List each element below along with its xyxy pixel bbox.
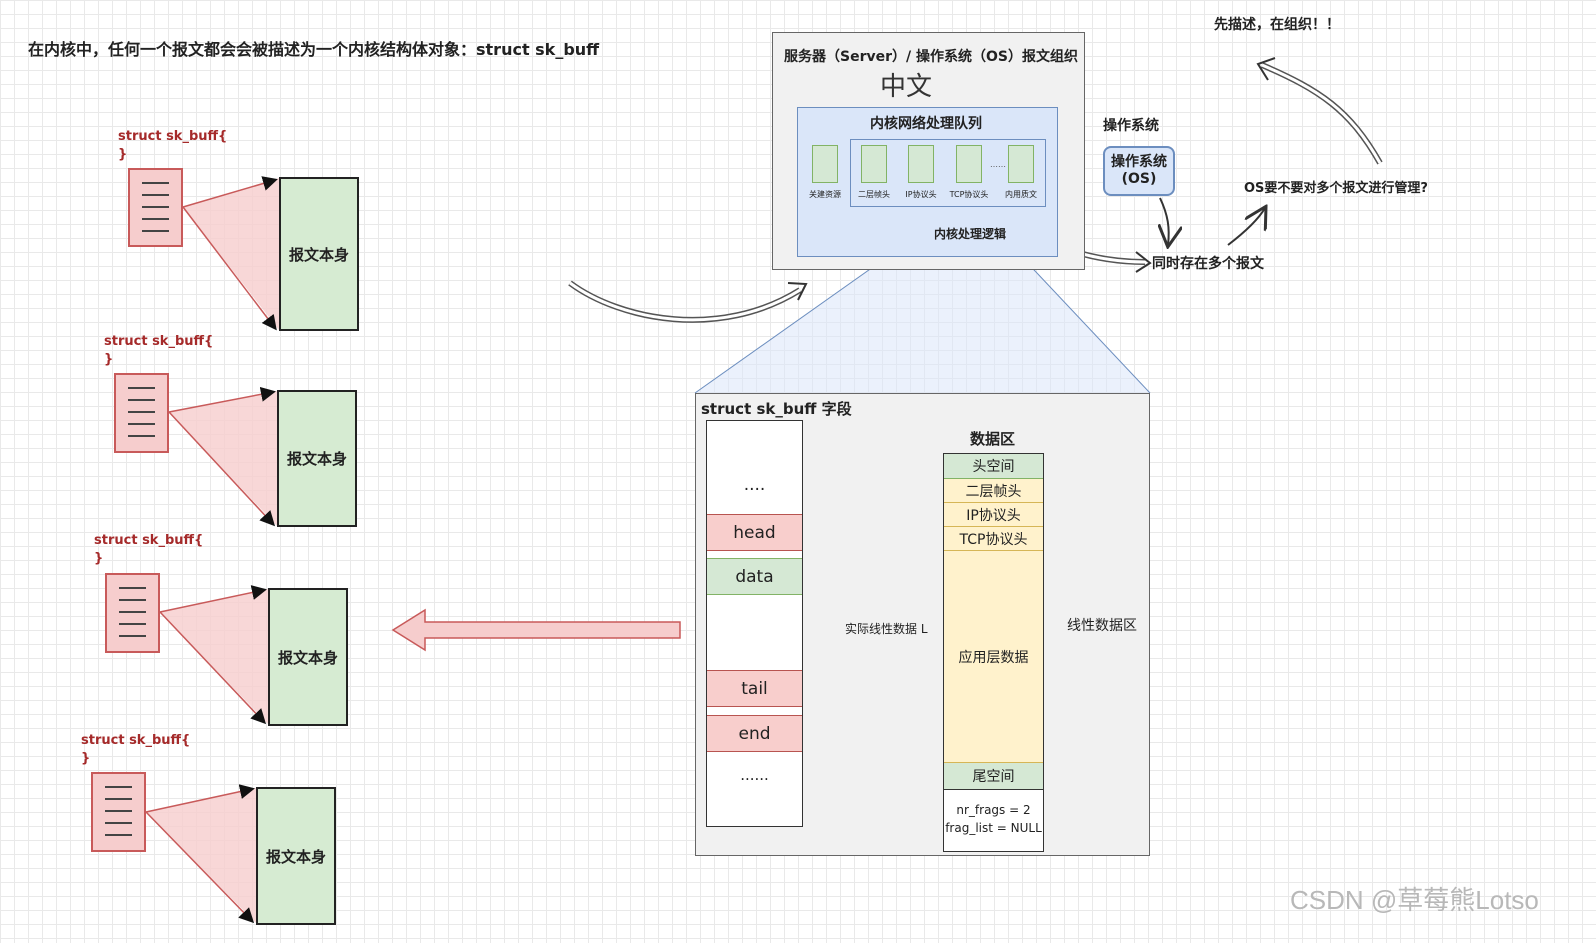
actual-linear-label: 实际线性数据 L (845, 622, 928, 636)
packet-3-code-line1: struct sk_buff{ (94, 533, 204, 548)
packet-2-code: struct sk_buff{ } (104, 333, 213, 369)
field-data: data (707, 558, 802, 595)
doc-icon (1008, 145, 1034, 183)
packet-1-code-line1: struct sk_buff{ (118, 129, 228, 144)
queue-item-5-label: 内用质文 (1005, 190, 1037, 199)
packet-2-header-icon (114, 373, 169, 453)
kernel-logic-label: 内核处理逻辑 (934, 227, 1007, 241)
packet-3-code: struct sk_buff{ } (94, 532, 203, 568)
packet-4-code: struct sk_buff{ } (81, 732, 190, 768)
doc-icon (861, 145, 887, 183)
server-title: 服务器（Server）/ 操作系统（OS）报文组织 (784, 49, 1078, 65)
field-tail: tail (707, 670, 802, 707)
doc-icon (812, 145, 838, 183)
packet-1-code-line2: } (118, 147, 128, 162)
packet-2-body: 报文本身 (277, 390, 357, 527)
queue-item-1-label: 关建资源 (809, 190, 841, 199)
packet-2-code-line1: struct sk_buff{ (104, 334, 214, 349)
packet-cone-1 (183, 178, 279, 330)
packet-1-header-icon (128, 168, 183, 247)
os-down-arrow (1160, 197, 1169, 245)
segment-l2-header: 二层帧头 (944, 479, 1043, 503)
segment-head-room: 头空间 (944, 454, 1043, 479)
packet-cone-3 (160, 589, 268, 724)
queue-item-3-label: IP协议头 (905, 190, 937, 199)
segment-app-data: 应用层数据 (944, 551, 1043, 763)
skbuff-field-column (706, 420, 803, 827)
field-ellipsis-bottom: ...... (740, 766, 769, 784)
segment-tail-room: 尾空间 (944, 763, 1043, 790)
segment-tcp-header: TCP协议头 (944, 527, 1043, 551)
top-right-note: 先描述，在组织！！ (1214, 17, 1340, 33)
packet-2-code-line2: } (104, 352, 114, 367)
queue-item-2-label: 二层帧头 (858, 190, 890, 199)
data-area-title: 数据区 (970, 430, 1016, 448)
os-heading: 操作系统 (1103, 118, 1159, 134)
os-box: 操作系统 (OS) (1103, 146, 1175, 196)
handwritten-note: 中文 (880, 72, 933, 102)
queue-item-2: 二层帧头 (851, 145, 897, 205)
curve-to-top-note (1260, 62, 1383, 165)
up-to-question-arrow (1227, 208, 1265, 246)
top-note: 在内核中，任何一个报文都会会被描述为一个内核结构体对象：struct sk_bu… (28, 40, 600, 59)
nr-frags: nr_frags = 2 (956, 803, 1031, 817)
queue-ellipsis: …… (990, 160, 1006, 169)
packet-4-body: 报文本身 (256, 787, 336, 925)
packet-3-body: 报文本身 (268, 588, 348, 726)
linear-area-label: 线性数据区 (1067, 618, 1137, 634)
packet-1-body: 报文本身 (279, 177, 359, 331)
packet-cone-4 (146, 788, 256, 923)
skbuff-title: struct sk_buff 字段 (701, 400, 852, 418)
multi-packet-label: 同时存在多个报文 (1152, 256, 1264, 272)
doc-icon (956, 145, 982, 183)
queue-title: 内核网络处理队列 (870, 116, 982, 132)
packet-4-header-icon (91, 772, 146, 852)
packet-3-header-icon (105, 573, 160, 653)
doc-icon (908, 145, 934, 183)
os-box-label: 操作系统 (OS) (1111, 154, 1167, 187)
queue-item-4-label: TCP协议头 (949, 190, 989, 199)
projection-cone (695, 255, 1150, 393)
queue-item-3: IP协议头 (898, 145, 944, 205)
big-left-arrow (391, 608, 681, 652)
frags-info: nr_frags = 2 frag_list = NULL (944, 801, 1043, 837)
queue-item-1: 关建资源 (803, 145, 847, 205)
packet-4-code-line2: } (81, 751, 91, 766)
packet-1-code: struct sk_buff{ } (118, 128, 227, 164)
queue-item-4: TCP协议头 (945, 145, 993, 205)
frag-list: frag_list = NULL (945, 821, 1042, 835)
queue-inner-frame (850, 139, 1046, 207)
packet-3-code-line2: } (94, 551, 104, 566)
queue-item-5: 内用质文 (997, 145, 1045, 205)
field-head: head (707, 514, 802, 551)
watermark: CSDN @草莓熊Lotso (1290, 885, 1539, 915)
field-end: end (707, 715, 802, 752)
field-ellipsis-top: .... (743, 475, 766, 495)
manage-question: OS要不要对多个报文进行管理? (1244, 181, 1428, 196)
packet-cone-2 (169, 391, 277, 526)
packet-4-code-line1: struct sk_buff{ (81, 733, 191, 748)
segment-ip-header: IP协议头 (944, 503, 1043, 527)
